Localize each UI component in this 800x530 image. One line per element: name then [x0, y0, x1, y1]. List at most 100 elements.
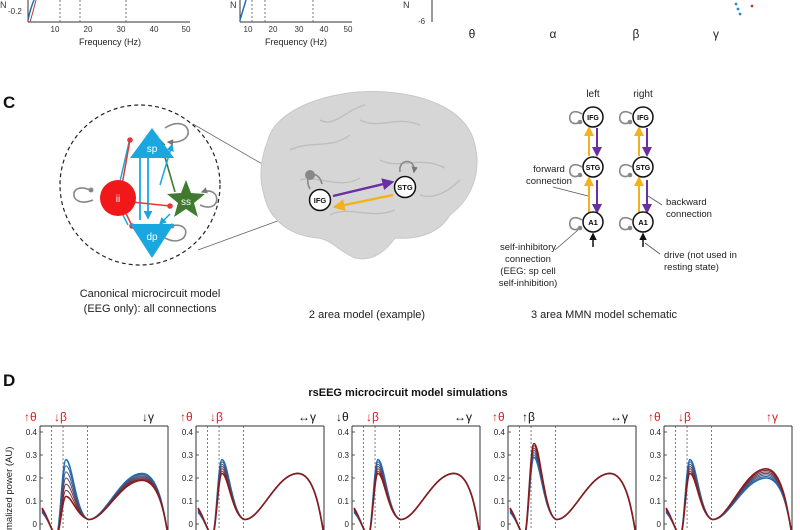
subplot-ytick: 0: [345, 520, 350, 529]
simulation-curve: [41, 479, 168, 530]
canonical-caption-line1: Canonical microcircuit model: [80, 288, 221, 300]
ss-label: ss: [181, 197, 191, 208]
simulation-curve: [353, 461, 480, 530]
subplot-ytick: 0.2: [26, 474, 38, 483]
top-plot-2-xtick: 50: [344, 25, 353, 34]
subplot-ytick: 0.4: [494, 428, 506, 437]
simulation-subplot: 0.40.30.20.10↑θ↑β↔γ: [492, 410, 637, 530]
simulation-curve: [665, 467, 792, 530]
two-area-caption: 2 area model (example): [309, 309, 425, 321]
forward-connection-label-1: forward: [533, 164, 565, 175]
top-plot-3: N -6 θ α β γ: [403, 0, 754, 41]
panel-d-title: rsEEG microcircuit model simulations: [308, 387, 507, 399]
right-stg-node: [632, 156, 654, 178]
subplot-ytick: 0.4: [338, 428, 350, 437]
stg-label: STG: [397, 183, 413, 192]
three-area-model: left right IFG STG A1 IFG STG A1: [499, 89, 737, 321]
simulation-subplot: 0.40.30.20.10↓θ↓β↔γ: [336, 410, 481, 530]
top-plot-2-xtick: 20: [269, 25, 278, 34]
canonical-caption-line2: (EEG only): all connections: [84, 303, 217, 315]
top-plot-1-xtick: 30: [117, 25, 126, 34]
panel-d-letter: D: [3, 371, 15, 390]
top-plot-2-xlabel: Frequency (Hz): [265, 37, 327, 47]
subplot-ytick: 0.2: [650, 474, 662, 483]
panel-d-ylabel: malized power (AU): [4, 447, 15, 530]
top-plot-2-xtick: 40: [320, 25, 329, 34]
sp-label: sp: [147, 144, 158, 155]
left-hemisphere-label: left: [586, 89, 600, 100]
subplot-ytick: 0: [33, 520, 38, 529]
ss-node: [167, 180, 205, 217]
theta-change-label: ↑θ: [180, 410, 193, 424]
simulation-curve: [41, 471, 168, 530]
subplot-ytick: 0.1: [338, 497, 350, 506]
top-plot-3-xtick-beta: β: [633, 27, 640, 41]
right-ifg-label: IFG: [637, 115, 649, 122]
subplot-ytick: 0: [501, 520, 506, 529]
beta-change-label: ↓β: [210, 410, 223, 424]
selfinhib-label-1: self-inhibitory: [500, 242, 556, 253]
right-stg-label: STG: [636, 165, 651, 172]
sp-node: [130, 128, 174, 158]
top-plot-3-ylabel-fragment: N: [403, 0, 410, 10]
top-plot-3-xtick-alpha: α: [550, 27, 557, 41]
right-a1-label: A1: [638, 218, 648, 227]
top-plot-1-xtick: 40: [150, 25, 159, 34]
ifg-label: IFG: [314, 196, 327, 205]
left-stg-label: STG: [586, 165, 601, 172]
simulation-curve: [41, 476, 168, 530]
simulation-curve: [509, 442, 636, 530]
top-plot-3-ytick: -6: [418, 17, 426, 26]
simulation-curve: [353, 472, 480, 530]
drive-label-1: drive (not used in: [664, 250, 737, 261]
simulation-curve: [41, 478, 168, 530]
panel-c-letter: C: [3, 93, 15, 112]
subplot-ytick: 0: [657, 520, 662, 529]
canonical-microcircuit: sp ii ss dp Canonical microcircuit model…: [59, 104, 221, 315]
theta-change-label: ↑θ: [648, 410, 661, 424]
top-plot-2-ylabel-fragment: N: [230, 0, 237, 10]
subplot-ytick: 0.4: [182, 428, 194, 437]
beta-change-label: ↓β: [54, 410, 67, 424]
stg-node: [393, 175, 417, 199]
two-area-model: IFG STG 2 area model (example): [260, 91, 478, 321]
beta-change-label: ↓β: [678, 410, 691, 424]
simulation-curve: [665, 463, 792, 530]
right-hemisphere-label: right: [633, 89, 653, 100]
right-ifg-node: [632, 106, 654, 128]
gamma-change-label: ↓γ: [142, 410, 154, 424]
forward-connection-label-2: connection: [526, 176, 572, 187]
left-ifg-label: IFG: [587, 115, 599, 122]
left-a1-label: A1: [588, 218, 598, 227]
simulation-curve: [197, 472, 324, 530]
selfinhib-label-3: (EEG: sp cell: [500, 266, 555, 277]
simulation-subplot: 0.40.30.20.10↑θ↓β↔γ: [180, 410, 325, 530]
theta-change-label: ↓θ: [336, 410, 349, 424]
subplot-ytick: 0.2: [494, 474, 506, 483]
ii-node: [100, 180, 136, 216]
theta-change-label: ↑θ: [492, 410, 505, 424]
brain-image: [260, 91, 478, 260]
beta-change-label: ↓β: [366, 410, 379, 424]
selfinhib-label-2: connection: [505, 254, 551, 265]
subplot-ytick: 0.1: [26, 497, 38, 506]
top-plot-1: N -0.2 10 20 30 40 50 Frequency (Hz): [0, 0, 191, 47]
gamma-change-label: ↔γ: [454, 410, 472, 424]
backward-connection-label-2: connection: [666, 209, 712, 220]
top-plot-1-ylabel-fragment: N: [0, 0, 7, 10]
drive-label-2: resting state): [664, 262, 719, 273]
top-plot-2-xtick: 10: [244, 25, 253, 34]
left-ifg-node: [582, 106, 604, 128]
subplot-ytick: 0.4: [650, 428, 662, 437]
subplot-ytick: 0: [189, 520, 194, 529]
left-a1-node: [582, 211, 604, 233]
subplot-ytick: 0.2: [182, 474, 194, 483]
top-plot-1-ytick: -0.2: [8, 7, 22, 16]
subplot-ytick: 0.1: [182, 497, 194, 506]
dp-label: dp: [146, 232, 158, 243]
subplot-ytick: 0.3: [650, 451, 662, 460]
top-plot-3-xtick-gamma: γ: [713, 27, 719, 41]
gamma-change-label: ↔γ: [610, 410, 628, 424]
subplot-ytick: 0.1: [650, 497, 662, 506]
